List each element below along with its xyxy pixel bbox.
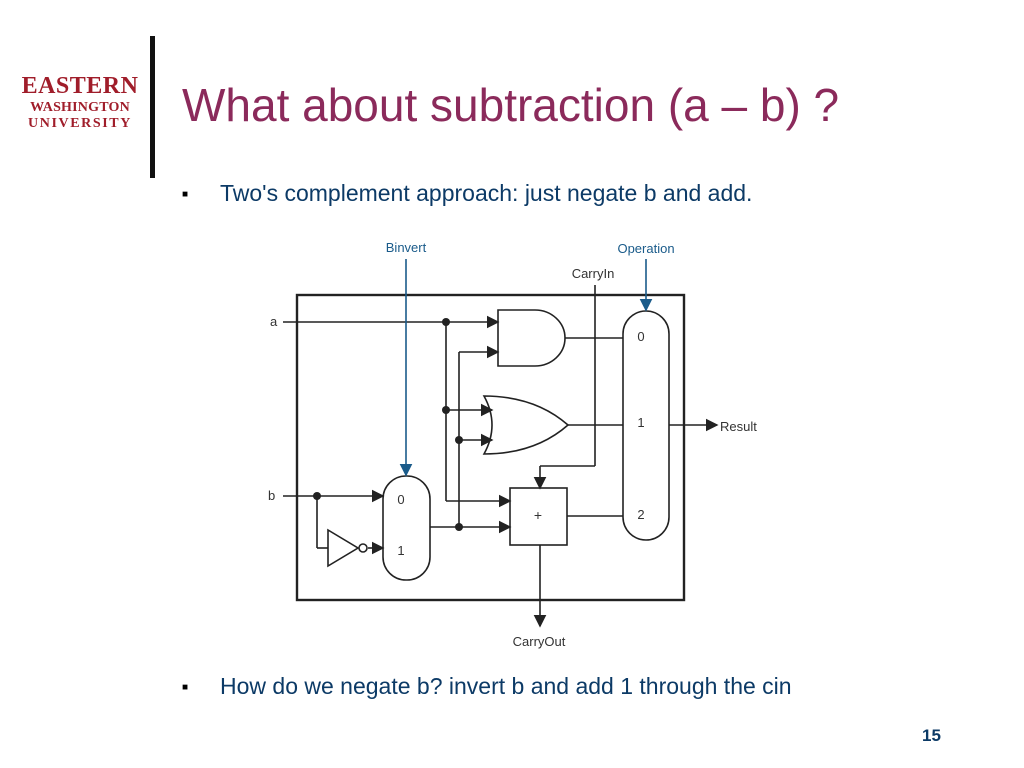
bullet-square-icon: ■ [182, 189, 189, 200]
title-divider [150, 36, 155, 178]
label-operation: Operation [617, 241, 674, 256]
and-gate [497, 309, 566, 367]
label-binvert-mux-1: 1 [397, 543, 404, 558]
label-operation-mux-2: 2 [637, 507, 644, 522]
junction-dot [455, 436, 463, 444]
bullet-item-1: ■ Two's complement approach: just negate… [182, 180, 752, 207]
label-operation-mux-0: 0 [637, 329, 644, 344]
label-input-b: b [268, 488, 275, 503]
junction-dot [455, 523, 463, 531]
label-operation-mux-1: 1 [637, 415, 644, 430]
university-logo: EASTERN WASHINGTON UNIVERSITY [18, 74, 142, 131]
junction-dot [442, 318, 450, 326]
logo-line-2: WASHINGTON [30, 100, 130, 115]
label-binvert-mux-0: 0 [397, 492, 404, 507]
operation-mux [622, 310, 670, 541]
or-gate [482, 395, 570, 455]
label-adder-plus: + [534, 507, 542, 523]
bullet-square-icon: ■ [182, 682, 189, 693]
page-number: 15 [922, 726, 941, 745]
bullet-text-1: Two's complement approach: just negate b… [220, 180, 753, 206]
alu-boundary-box [295, 293, 686, 602]
logo-line-3: UNIVERSITY [28, 116, 132, 131]
slide-title: What about subtraction (a – b) ? [182, 79, 840, 131]
binvert-mux [382, 475, 431, 581]
bullet-item-2: ■ How do we negate b? invert b and add 1… [182, 673, 792, 700]
label-carryin: CarryIn [572, 266, 615, 281]
label-input-a: a [270, 314, 278, 329]
logo-line-1: EASTERN [21, 73, 139, 99]
inverter-gate [327, 528, 360, 568]
bullet-text-2: How do we negate b? invert b and add 1 t… [220, 673, 792, 699]
junction-dot [442, 406, 450, 414]
label-result: Result [720, 419, 757, 434]
junction-dot [313, 492, 321, 500]
label-carryout: CarryOut [513, 634, 566, 649]
label-binvert: Binvert [386, 240, 427, 255]
inverter-bubble [358, 543, 368, 553]
